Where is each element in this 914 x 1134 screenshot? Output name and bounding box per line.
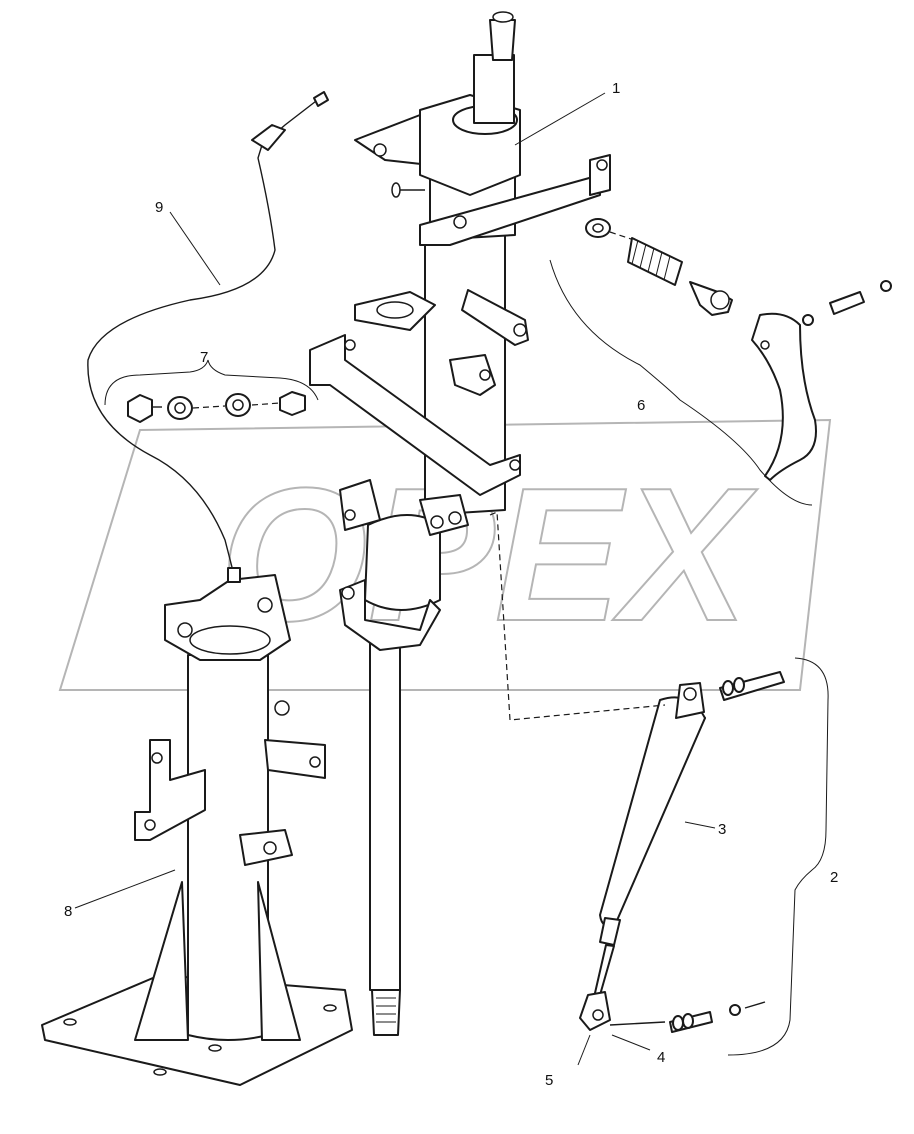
connector-line [489, 511, 666, 721]
hardware-set [127, 391, 306, 423]
callout-9: 9 [155, 199, 163, 216]
callout-4: 4 [657, 1049, 665, 1066]
callout-5: 5 [545, 1072, 553, 1089]
callout-7: 7 [200, 349, 208, 366]
sensor-cable [87, 91, 329, 583]
leader-lines [74, 92, 829, 1066]
gas-spring [579, 671, 785, 1033]
handle-assembly [585, 218, 892, 481]
callout-2: 2 [830, 869, 838, 886]
callout-6: 6 [637, 397, 645, 414]
callout-labels: 1 2 3 4 5 6 7 8 9 [64, 80, 838, 1089]
callout-3: 3 [718, 821, 726, 838]
pedestal-base [41, 574, 353, 1086]
callout-8: 8 [64, 903, 72, 920]
callout-1: 1 [612, 80, 620, 97]
steering-column [309, 11, 611, 1036]
